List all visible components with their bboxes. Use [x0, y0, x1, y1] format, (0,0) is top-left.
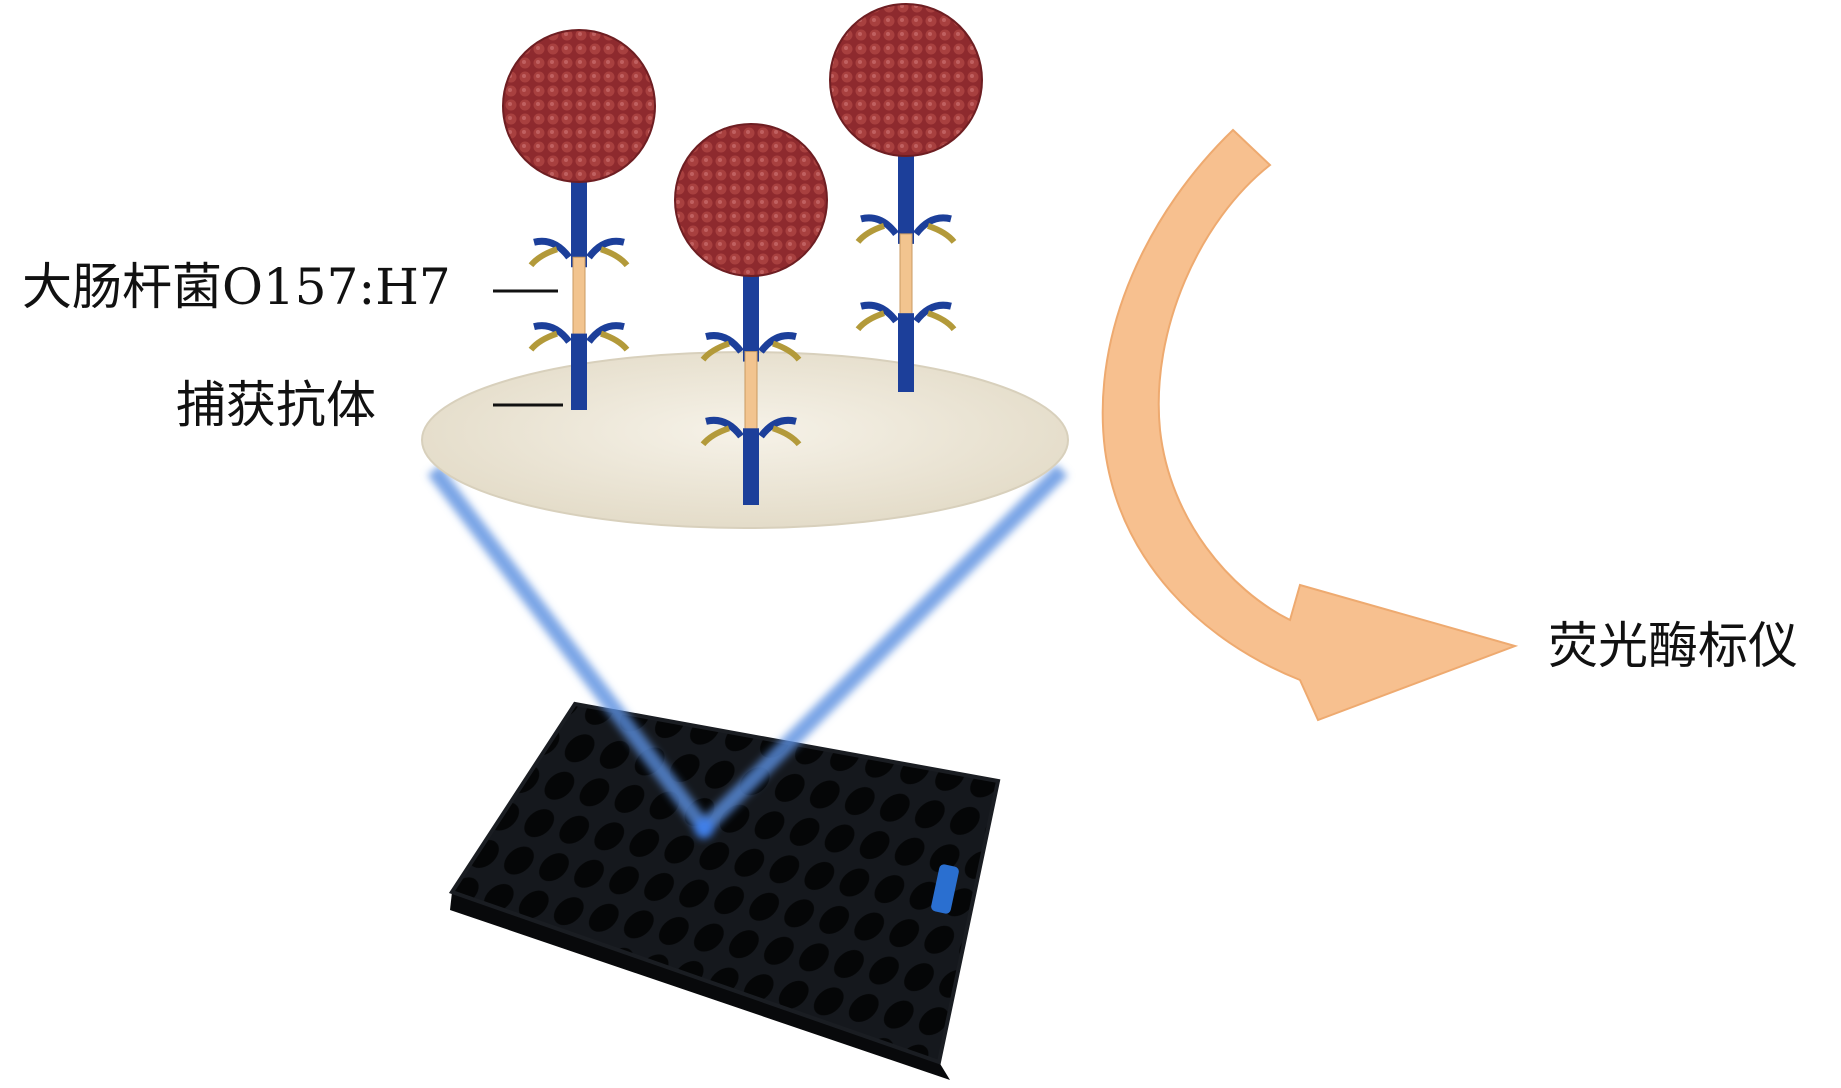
antibody-arm: [533, 322, 572, 344]
antibody-arm: [586, 237, 625, 260]
antibody-arm: [705, 416, 744, 439]
antigen-arm: [855, 310, 885, 332]
antigen-linker: [899, 233, 913, 322]
antibody-arm: [758, 416, 797, 439]
antigen-arm: [772, 340, 802, 362]
fluorescence-reader-label: 荧光酶标仪: [1548, 617, 1798, 675]
antibody-bacteria-complex: [502, 29, 656, 410]
antibody-arm: [533, 237, 572, 260]
capture-antibody: [743, 428, 759, 505]
detection-antibody: [898, 156, 914, 244]
antigen-arm: [528, 246, 558, 268]
antigen-arm: [600, 330, 630, 352]
bacteria-label: 大肠杆菌O157:H7: [22, 258, 451, 316]
antigen-linker: [744, 351, 758, 437]
antigen-arm: [927, 310, 957, 332]
light-beams: [427, 464, 1068, 841]
antibody-arm: [913, 214, 952, 237]
capture-antibody: [571, 333, 587, 410]
antibody-arm: [705, 332, 744, 354]
capture-antibody-label: 捕获抗体: [176, 376, 376, 434]
antibody-arm: [586, 322, 625, 344]
antigen-arm: [772, 425, 802, 447]
detection-antibody: [571, 182, 587, 268]
antigen-arm: [700, 340, 730, 362]
plate-tab: [931, 864, 959, 914]
antigen-arm: [927, 223, 957, 244]
antibody-arm: [860, 214, 899, 237]
antigen-arm: [528, 330, 558, 352]
bacteria-cell: [674, 123, 828, 277]
antigen-arm: [600, 246, 630, 268]
antigen-arm: [855, 223, 885, 244]
antibody-arm: [860, 301, 899, 324]
antigen-linker: [572, 256, 586, 343]
antibody-bacteria-complex: [674, 123, 828, 505]
curved-arrow: [1101, 128, 1519, 722]
capture-antibody: [898, 313, 914, 392]
antibody-arm: [913, 301, 952, 324]
bacteria-cell: [829, 3, 983, 157]
antibody-bacteria-complex: [829, 3, 983, 392]
microplate: [448, 701, 1001, 1080]
antigen-arm: [700, 425, 730, 447]
detection-antibody: [743, 276, 759, 362]
bacteria-cell: [502, 29, 656, 183]
antibody-arm: [758, 332, 797, 354]
